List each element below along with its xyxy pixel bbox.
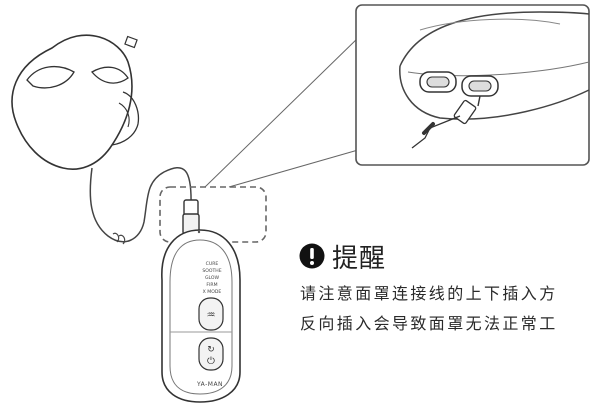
- reset-icon: ↻: [207, 345, 215, 355]
- notice-title-text: 提醒: [332, 243, 387, 274]
- mask-cable: [89, 167, 192, 243]
- usb-plug: [182, 199, 200, 235]
- zoom-inset: [355, 4, 590, 166]
- power-icon: ⏻: [207, 356, 215, 367]
- led-face-mask: [11, 34, 140, 170]
- controller-device: ♒ ↻ ⏻: [161, 229, 241, 403]
- mode-button: [198, 297, 224, 331]
- notice-title: 提醒: [298, 236, 386, 276]
- notice-line-1: 请注意面罩连接线的上下插入方: [300, 284, 558, 303]
- mode-label-cure: CURE: [206, 261, 219, 267]
- brand-logo: YA-MAN: [196, 381, 223, 388]
- cable-tie: [112, 232, 126, 245]
- mode-label-firm: FIRM: [206, 282, 217, 288]
- exclamation-icon: [299, 243, 325, 269]
- zoom-leader-lines: [204, 35, 361, 188]
- mode-label-glow: GLOW: [205, 275, 220, 281]
- mode-label-xmode: X MODE: [203, 289, 222, 295]
- notice-line-2: 反向插入会导致面罩无法正常工: [300, 314, 558, 333]
- mode-label-soothe: SOOTHE: [202, 268, 221, 274]
- power-button: [198, 337, 224, 371]
- mode-icon: ♒: [207, 310, 216, 321]
